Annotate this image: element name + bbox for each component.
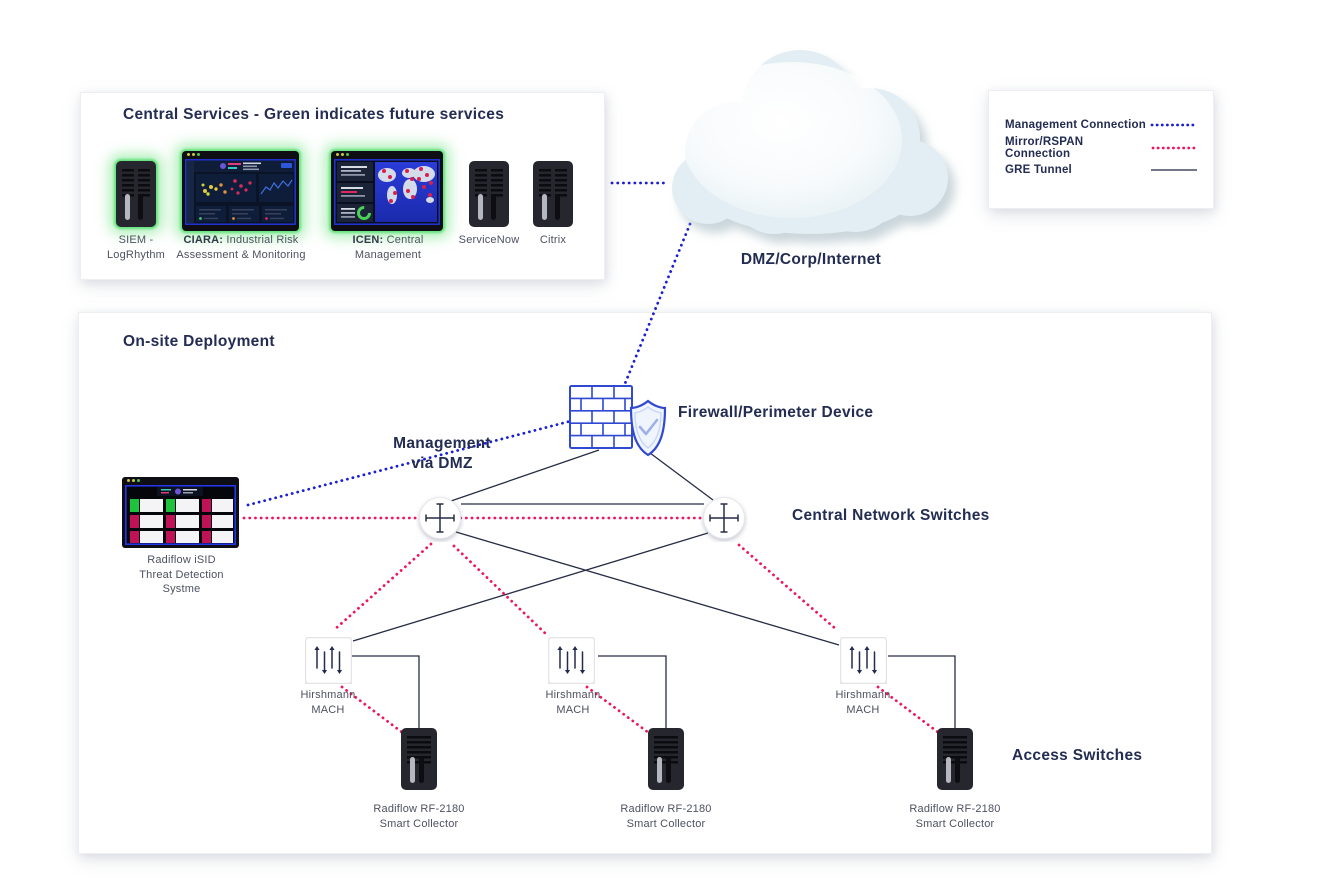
brick-lines [570, 386, 632, 448]
icen-label: ICEN: Central Management [333, 233, 443, 262]
dotted-red-line-icon [1151, 146, 1199, 150]
mach-label: Hirshmann MACH [528, 688, 618, 717]
citrix-server-icon [533, 161, 573, 227]
isid-label-line2: Threat Detection [139, 568, 224, 581]
servicenow-label: ServiceNow [458, 234, 520, 246]
mach-label-line1: Hirshmann [545, 689, 601, 701]
shield-check-icon [629, 399, 667, 457]
mach-label: Hirshmann MACH [818, 688, 908, 717]
legend-item-gre: GRE Tunnel [1005, 162, 1199, 178]
rf2180-collector-icon [648, 728, 684, 790]
servicenow-server-icon [469, 161, 509, 227]
legend-item-mirror: Mirror/RSPAN Connection [1005, 136, 1199, 160]
siem-label: SIEM - LogRhythm [106, 234, 166, 261]
mach-label-line1: Hirshmann [835, 689, 891, 701]
collector-label-line2: Smart Collector [915, 817, 995, 830]
collector-label-line1: Radiflow RF-2180 [620, 803, 712, 815]
ciara-label: CIARA: Industrial Risk Assessment & Moni… [165, 233, 317, 262]
isid-screen-content [125, 485, 237, 545]
cloud-label: DMZ/Corp/Internet [740, 251, 882, 268]
ciara-label-bold: CIARA: [183, 234, 224, 246]
management-via-dmz-label: Management via DMZ [372, 434, 512, 474]
dotted-blue-line-icon [1150, 123, 1198, 127]
rf2180-collector-icon [937, 728, 973, 790]
collector-label-line2: Smart Collector [626, 817, 706, 830]
management-connection-lines [246, 181, 692, 507]
isid-label: Radiflow iSID Threat Detection Systme [124, 553, 239, 597]
collector-label: Radiflow RF-2180 Smart Collector [890, 802, 1020, 831]
window-dots-icon [187, 153, 200, 156]
management-line1: Management [393, 435, 491, 452]
icen-screen-content [334, 159, 440, 225]
mach-switch-icon [305, 637, 352, 684]
network-switch-icon [419, 497, 461, 539]
network-switch-icon [703, 497, 745, 539]
central-services-panel: Central Services - Green indicates futur… [80, 92, 605, 280]
mach-label-line2: MACH [311, 703, 345, 716]
isid-label-line3: Systme [162, 583, 201, 595]
collector-label-line2: Smart Collector [379, 817, 459, 830]
mach-label: Hirshmann MACH [283, 688, 373, 717]
citrix-label: Citrix [539, 234, 567, 246]
mach-switch-icon [840, 637, 887, 684]
mach-label-line1: Hirshmann [300, 689, 356, 701]
access-switches-label: Access Switches [1012, 747, 1143, 764]
icen-label-rest: Central Management [354, 234, 424, 261]
legend-panel: Management Connection Mirror/RSPAN Conne… [988, 90, 1214, 209]
isid-label-line1: Radiflow iSID [147, 554, 216, 566]
rf2180-collector-icon [401, 728, 437, 790]
ciara-dashboard-icon [182, 151, 299, 231]
collector-label-line1: Radiflow RF-2180 [373, 803, 465, 815]
icen-label-bold: ICEN: [352, 234, 384, 246]
ciara-label-rest: Industrial Risk Assessment & Monitoring [176, 234, 306, 261]
cloud-icon [672, 50, 948, 234]
legend-item-management: Management Connection [1005, 117, 1199, 133]
mach-switch-icon [548, 637, 595, 684]
legend-label: Mirror/RSPAN Connection [1005, 136, 1084, 160]
brick-wall-icon [569, 385, 633, 449]
onsite-title: On-site Deployment [123, 333, 275, 350]
firewall-label: Firewall/Perimeter Device [678, 404, 874, 421]
mach-label-line2: MACH [846, 703, 880, 716]
window-dots-icon [336, 153, 349, 156]
legend-label: Management Connection [1005, 119, 1146, 131]
solid-line-icon [1151, 169, 1197, 171]
isid-monitor-icon [122, 477, 239, 548]
icen-map-screen-icon [331, 151, 443, 231]
mirror-rspan-connection-lines [242, 516, 945, 738]
legend-label: GRE Tunnel [1005, 164, 1072, 176]
central-services-title: Central Services - Green indicates futur… [123, 106, 505, 123]
firewall-icon [569, 385, 667, 457]
collector-label: Radiflow RF-2180 Smart Collector [601, 802, 731, 831]
mach-label-line2: MACH [556, 703, 590, 716]
gre-tunnel-lines [352, 449, 956, 730]
ciara-screen-content [185, 159, 296, 225]
central-network-switches-label: Central Network Switches [792, 507, 990, 524]
siem-server-icon [116, 161, 156, 227]
collector-label: Radiflow RF-2180 Smart Collector [354, 802, 484, 831]
window-dots-icon [127, 479, 140, 482]
collector-label-line1: Radiflow RF-2180 [909, 803, 1001, 815]
management-line2: via DMZ [411, 455, 473, 472]
